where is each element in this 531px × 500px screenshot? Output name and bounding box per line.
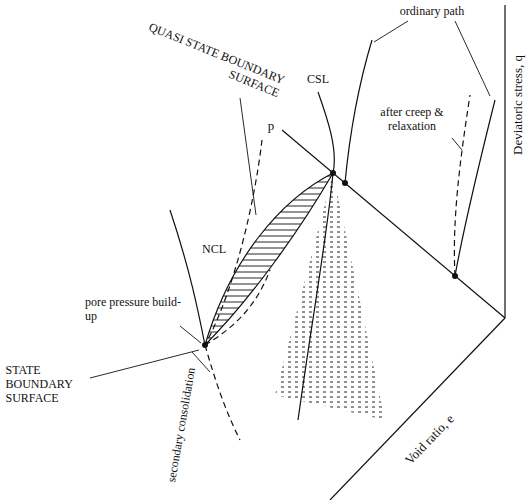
state-point <box>452 273 458 279</box>
ordinary-path-curve <box>455 100 495 276</box>
state-point <box>330 170 336 176</box>
state-point <box>202 342 208 348</box>
line-label: CSL <box>307 73 329 87</box>
surface-upper-edge <box>205 173 333 345</box>
ncl-curve <box>170 210 205 345</box>
pore-pressure-path <box>205 270 270 345</box>
q-axis <box>504 5 505 318</box>
state-point <box>342 180 348 186</box>
leader-line <box>455 21 490 96</box>
axis-label: p <box>268 119 275 134</box>
path-label: after creep & relaxation <box>371 106 453 134</box>
leader-line <box>374 21 408 42</box>
surface-label: QUASI STATE BOUNDARY SURFACE <box>114 9 287 100</box>
path-label: secondary consolidation <box>165 367 199 484</box>
leader-line <box>180 326 201 343</box>
path-label: ordinary path <box>400 5 464 19</box>
line-label: NCL <box>202 243 226 257</box>
leader-line <box>90 350 199 378</box>
dotted-region <box>275 173 385 420</box>
path-label: pore pressure build-up <box>85 296 185 324</box>
axis-label: Void ratio, e <box>403 412 458 468</box>
leader-line <box>452 138 462 150</box>
surface-lower-edge <box>205 173 333 345</box>
surface-label: STATE BOUNDARY SURFACE <box>6 364 91 405</box>
csl-curve <box>298 92 334 420</box>
ordinary-path-curve <box>345 40 372 183</box>
secondary-consolidation-path <box>205 345 240 440</box>
axis-label: Deviatoric stress, q <box>511 55 526 155</box>
leader-line <box>240 98 256 215</box>
creep-path-curve <box>454 95 470 276</box>
